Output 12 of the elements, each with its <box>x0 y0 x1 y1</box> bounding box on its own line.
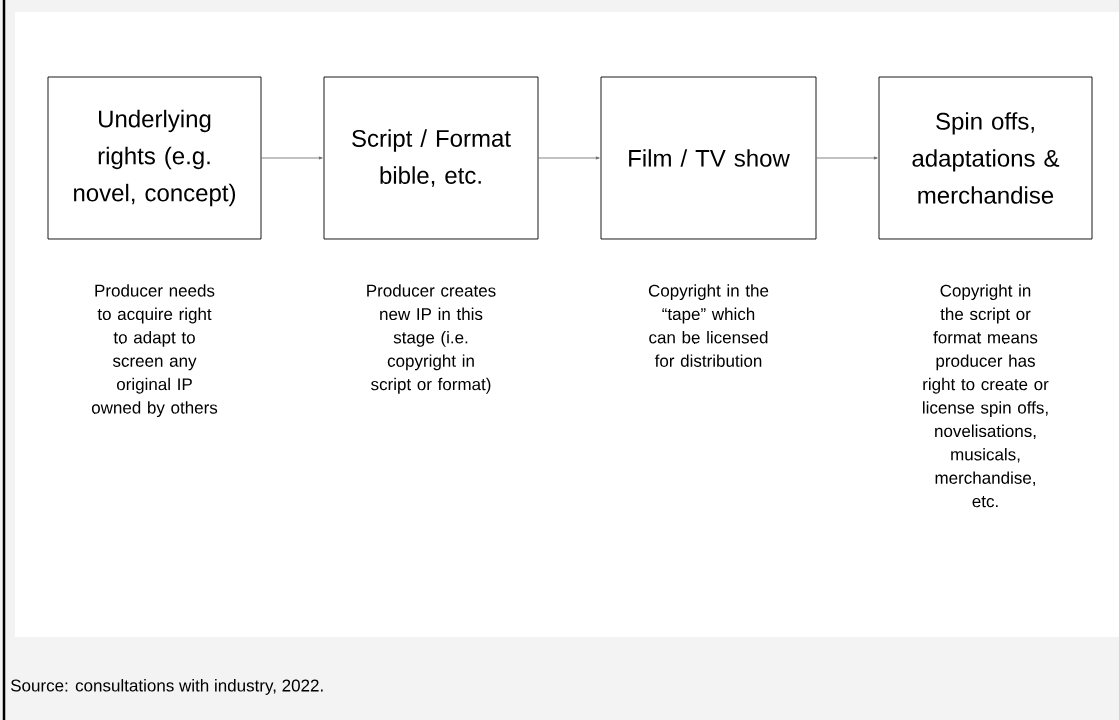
process-box: Script / Format bible, etc. <box>323 76 539 240</box>
description-text: Copyright in the script or format means producer has right to create or license spin offs, novelisations, musicals, merchandise, etc. <box>923 284 1049 508</box>
source-note: Source: consultations with industry, 2022. <box>11 679 323 695</box>
arrow <box>261 156 323 160</box>
arrow <box>816 156 878 160</box>
description-text: Copyright in the “tape” which can be licensed for distribution <box>648 284 769 367</box>
process-box: Underlying rights (e.g. novel, concept) <box>47 76 262 240</box>
description-text: Producer creates new IP in this stage (i.e. copyright in script or format) <box>367 284 496 394</box>
process-box: Spin offs, adaptations & merchandise <box>878 76 1093 240</box>
process-box: Film / TV show <box>600 76 817 240</box>
description-text: Producer needs to acquire right to adapt to screen any original IP owned by others <box>91 284 218 418</box>
arrow <box>538 156 600 160</box>
